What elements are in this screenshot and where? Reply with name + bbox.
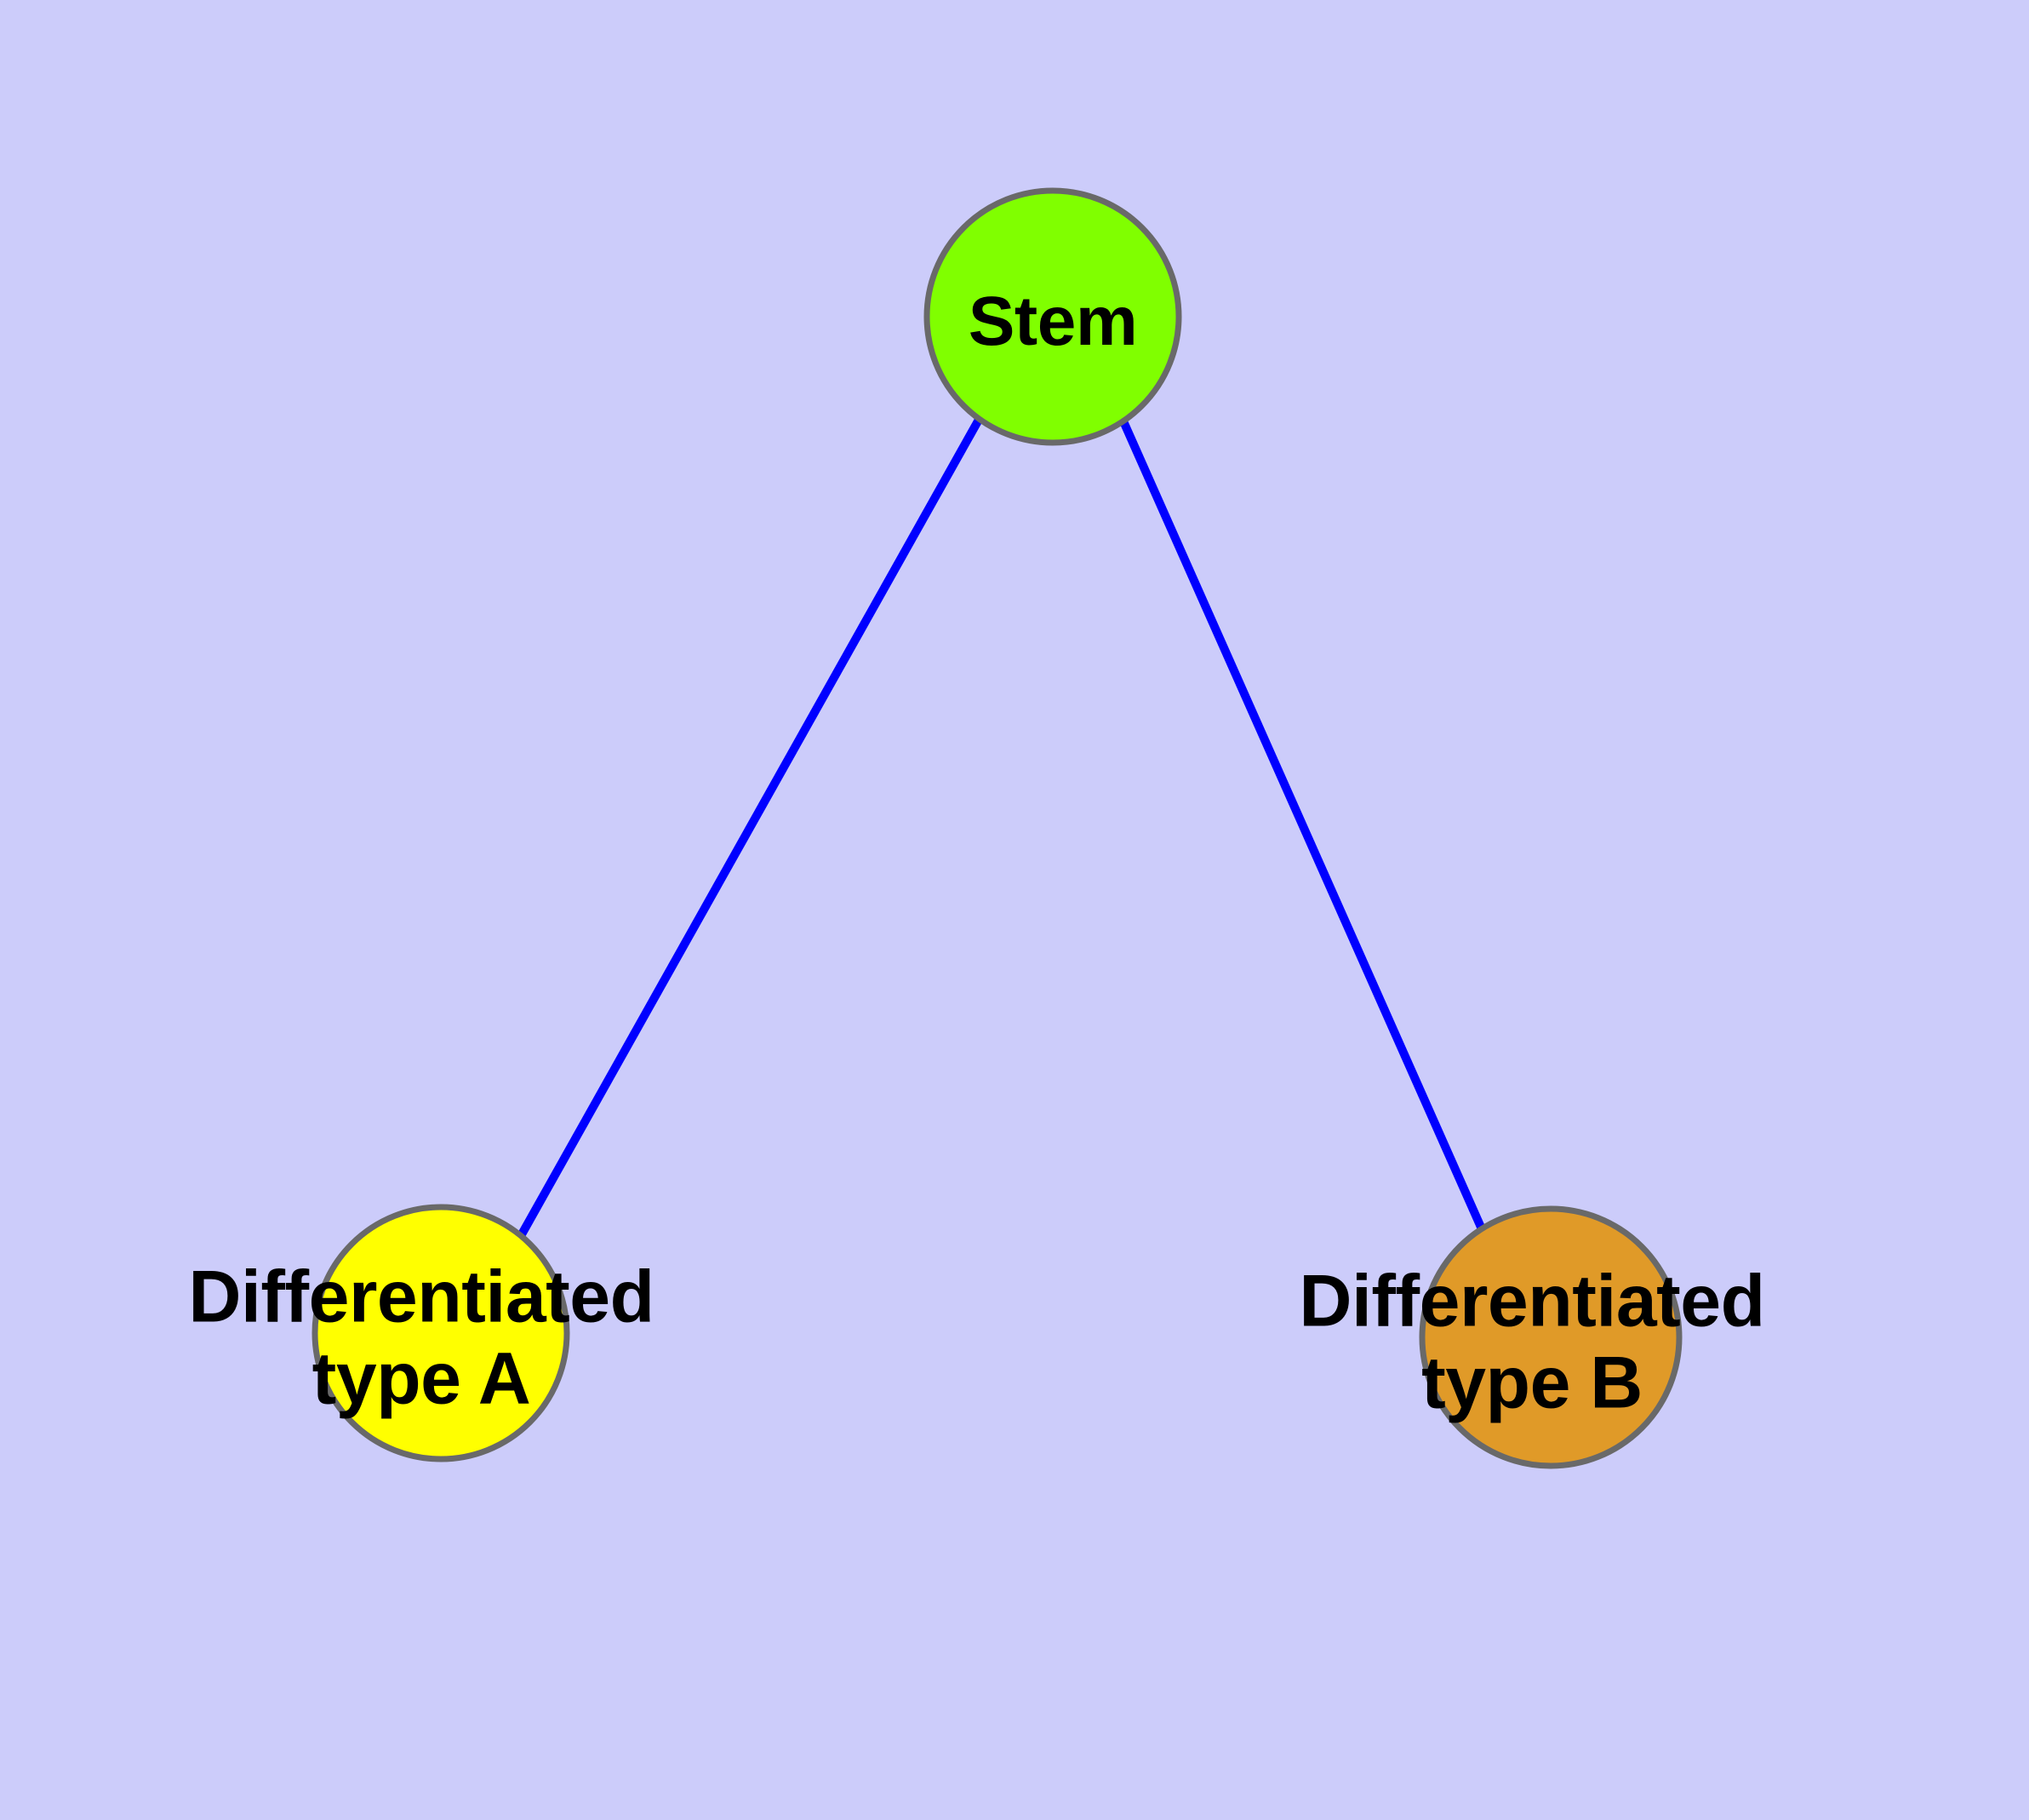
edges-group [517, 417, 1487, 1237]
node-stem[interactable] [923, 187, 1182, 446]
node-differentiated-type-a[interactable] [311, 1204, 570, 1462]
node-differentiated-type-b[interactable] [1419, 1205, 1683, 1469]
edge-stem-to-type-a [517, 417, 983, 1237]
nodes-group [311, 187, 1683, 1469]
edge-stem-to-type-b [1119, 419, 1487, 1233]
